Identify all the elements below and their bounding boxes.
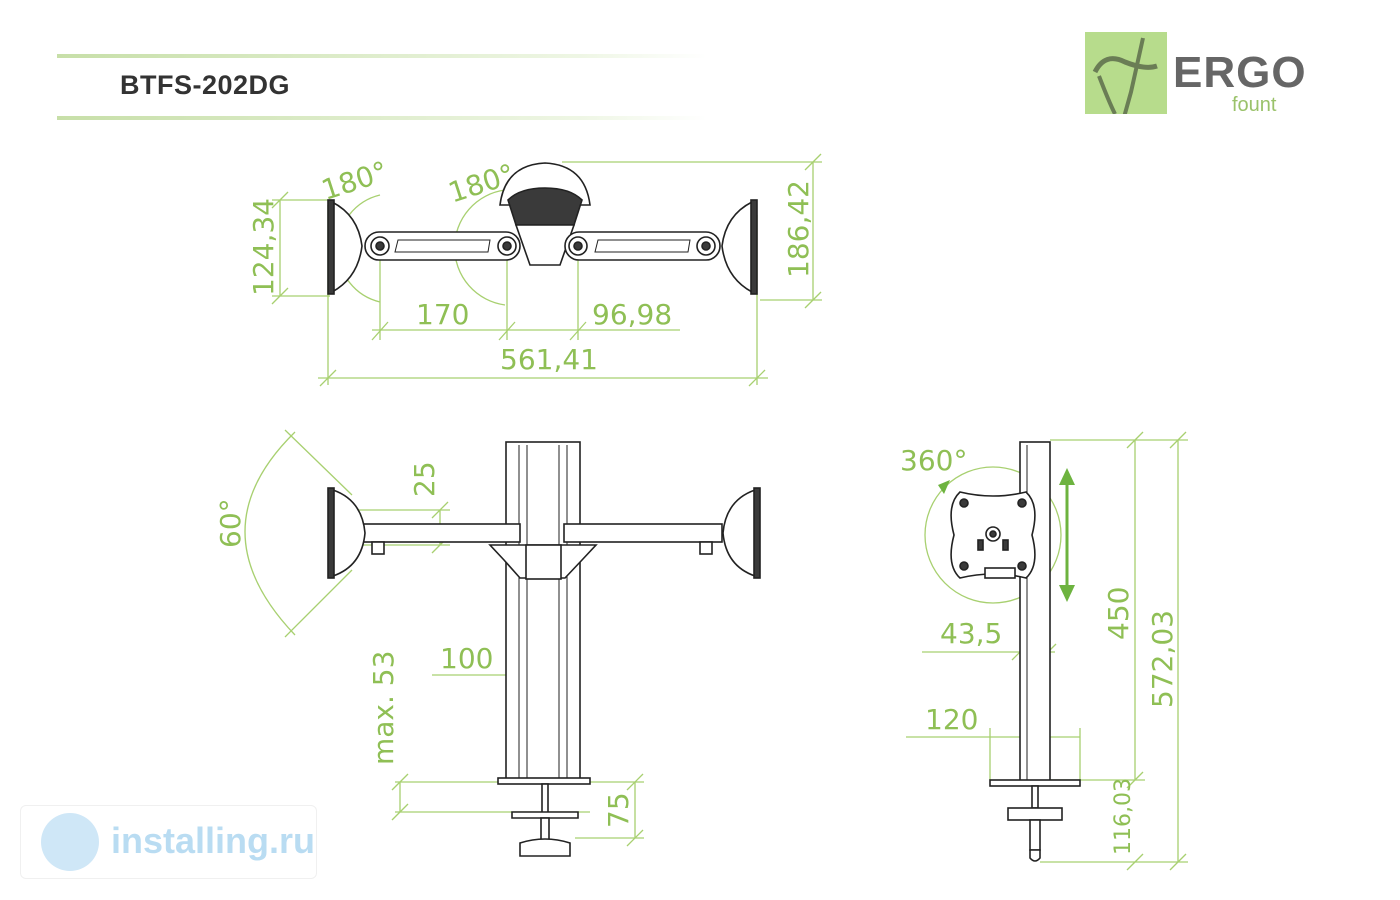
header-top-rule [57, 54, 707, 58]
front-pole-width-label: 100 [440, 642, 493, 675]
watermark-logo-icon [41, 813, 99, 871]
front-max-desk-label: max. 53 [367, 651, 400, 765]
side-view: 360° 43,5 450 572,03 120 116,03 [900, 431, 1188, 871]
top-span-total-label: 561,41 [500, 343, 598, 376]
front-tilt-label: 60° [214, 498, 247, 548]
top-height-left-label: 124,34 [247, 198, 280, 296]
side-base-width-label: 120 [925, 703, 978, 736]
side-total-height-label: 572,03 [1146, 610, 1179, 708]
brand-logo-mark [1085, 32, 1167, 129]
top-height-right-label: 186,42 [782, 180, 815, 278]
top-view: 180° 180° 124,34 186,42 170 96,98 561,41 [247, 153, 822, 387]
top-span-9698-label: 96,98 [592, 298, 672, 331]
side-height-adjust-label: 450 [1102, 587, 1135, 640]
header-bottom-rule [57, 116, 707, 120]
side-clamp-height-label: 116,03 [1111, 778, 1136, 855]
side-rotation-label: 360° [900, 444, 967, 477]
top-angle-left-label: 180° [317, 155, 391, 207]
model-title: BTFS-202DG [120, 70, 291, 100]
brand-subname: fount [1232, 94, 1277, 116]
side-plate-offset-label: 43,5 [940, 617, 1002, 650]
front-view: 60° 25 100 max. 53 75 [214, 429, 761, 857]
front-arm-offset-label: 25 [408, 461, 441, 497]
front-clamp-depth-label: 75 [602, 792, 635, 828]
watermark-text: installing.ru [111, 820, 316, 861]
top-span-170-label: 170 [416, 298, 469, 331]
brand-name: ERGO [1173, 48, 1307, 97]
watermark: installing.ru [20, 805, 317, 879]
